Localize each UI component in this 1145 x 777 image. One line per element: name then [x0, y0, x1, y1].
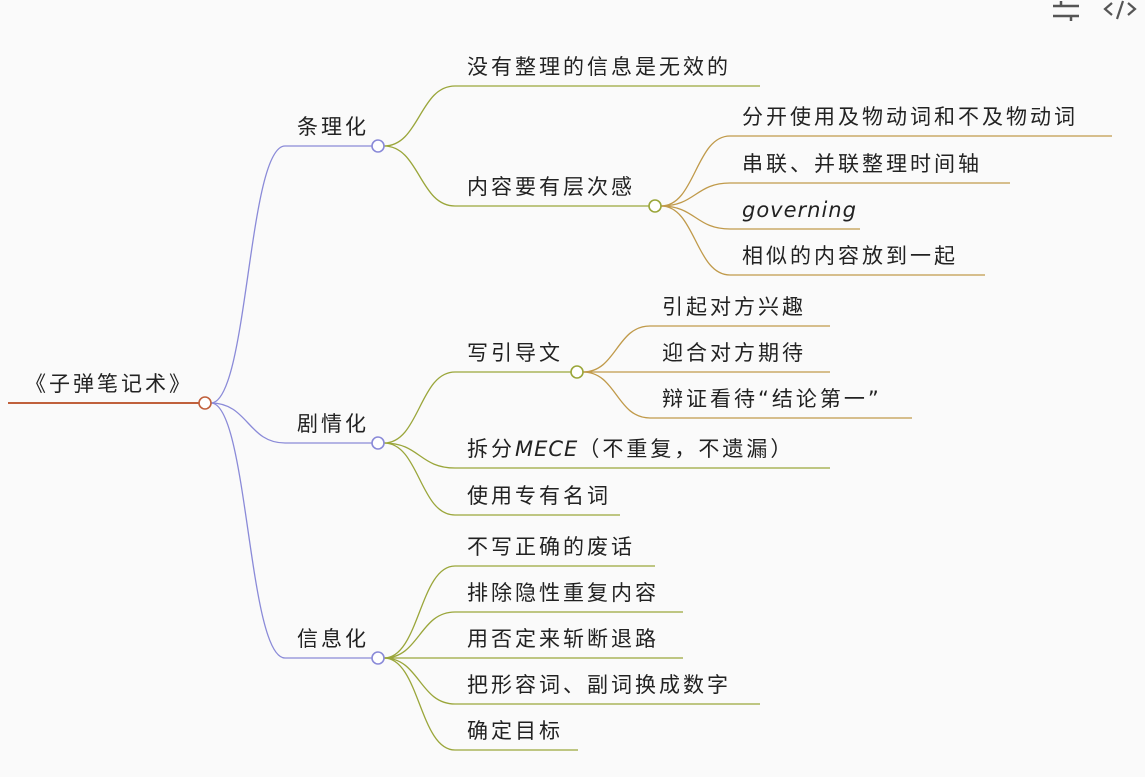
branch-connector [582, 371, 651, 419]
branch-connector [383, 85, 456, 147]
topic-node[interactable]: 迎合对方期待 [662, 341, 806, 365]
branch-connector [210, 402, 286, 659]
branch-connector [383, 442, 456, 516]
collapse-toggle[interactable] [198, 396, 212, 410]
collapse-toggle[interactable] [648, 199, 662, 213]
topic-node[interactable]: 剧情化 [297, 412, 369, 436]
topic-node[interactable]: 条理化 [297, 115, 369, 139]
topic-node[interactable]: 信息化 [297, 627, 369, 651]
sliders-icon [1053, 1, 1079, 21]
topic-node[interactable]: 没有整理的信息是无效的 [467, 55, 731, 79]
root-topic[interactable]: 《子弹笔记术》 [25, 372, 193, 396]
topic-node[interactable]: 排除隐性重复内容 [467, 581, 659, 605]
topic-node[interactable]: 拆分MECE（不重复，不遗漏） [467, 437, 794, 461]
topic-node[interactable]: 串联、并联整理时间轴 [742, 152, 982, 176]
toolbar [1041, 0, 1145, 22]
topic-node[interactable]: 确定目标 [467, 719, 563, 743]
branch-connector [582, 325, 651, 373]
topic-node[interactable]: 辩证看待“结论第一” [662, 387, 882, 411]
branch-connector [660, 182, 731, 207]
topic-node[interactable]: governing [742, 198, 857, 222]
branch-connector [383, 611, 456, 659]
branch-connector [660, 135, 731, 207]
collapse-toggle[interactable] [570, 365, 584, 379]
topic-node[interactable]: 使用专有名词 [467, 484, 611, 508]
branch-connector [383, 657, 456, 705]
topic-node[interactable]: 引起对方兴趣 [662, 295, 806, 319]
collapse-toggle[interactable] [371, 139, 385, 153]
topic-node[interactable]: 相似的内容放到一起 [742, 244, 958, 268]
branch-connector [210, 402, 286, 444]
topic-node[interactable]: 把形容词、副词换成数字 [467, 673, 731, 697]
topic-node[interactable]: 不写正确的废话 [467, 535, 635, 559]
branch-connector [660, 205, 731, 230]
branch-connector [383, 442, 456, 469]
settings-button[interactable] [1049, 0, 1083, 22]
topic-node[interactable]: 内容要有层次感 [467, 175, 635, 199]
collapse-toggle[interactable] [371, 436, 385, 450]
topic-node[interactable]: 写引导文 [467, 341, 563, 365]
branch-connector [383, 565, 456, 659]
code-icon [1103, 0, 1137, 20]
topic-node[interactable]: 分开使用及物动词和不及物动词 [742, 105, 1078, 129]
branch-connector [660, 205, 731, 276]
collapse-toggle[interactable] [371, 651, 385, 665]
topic-node[interactable]: 用否定来斩断退路 [467, 627, 659, 651]
branch-connector [383, 657, 456, 751]
branch-connector [210, 145, 286, 404]
source-code-button[interactable] [1103, 0, 1137, 22]
branch-connector [383, 371, 456, 444]
branch-connector [383, 145, 456, 207]
